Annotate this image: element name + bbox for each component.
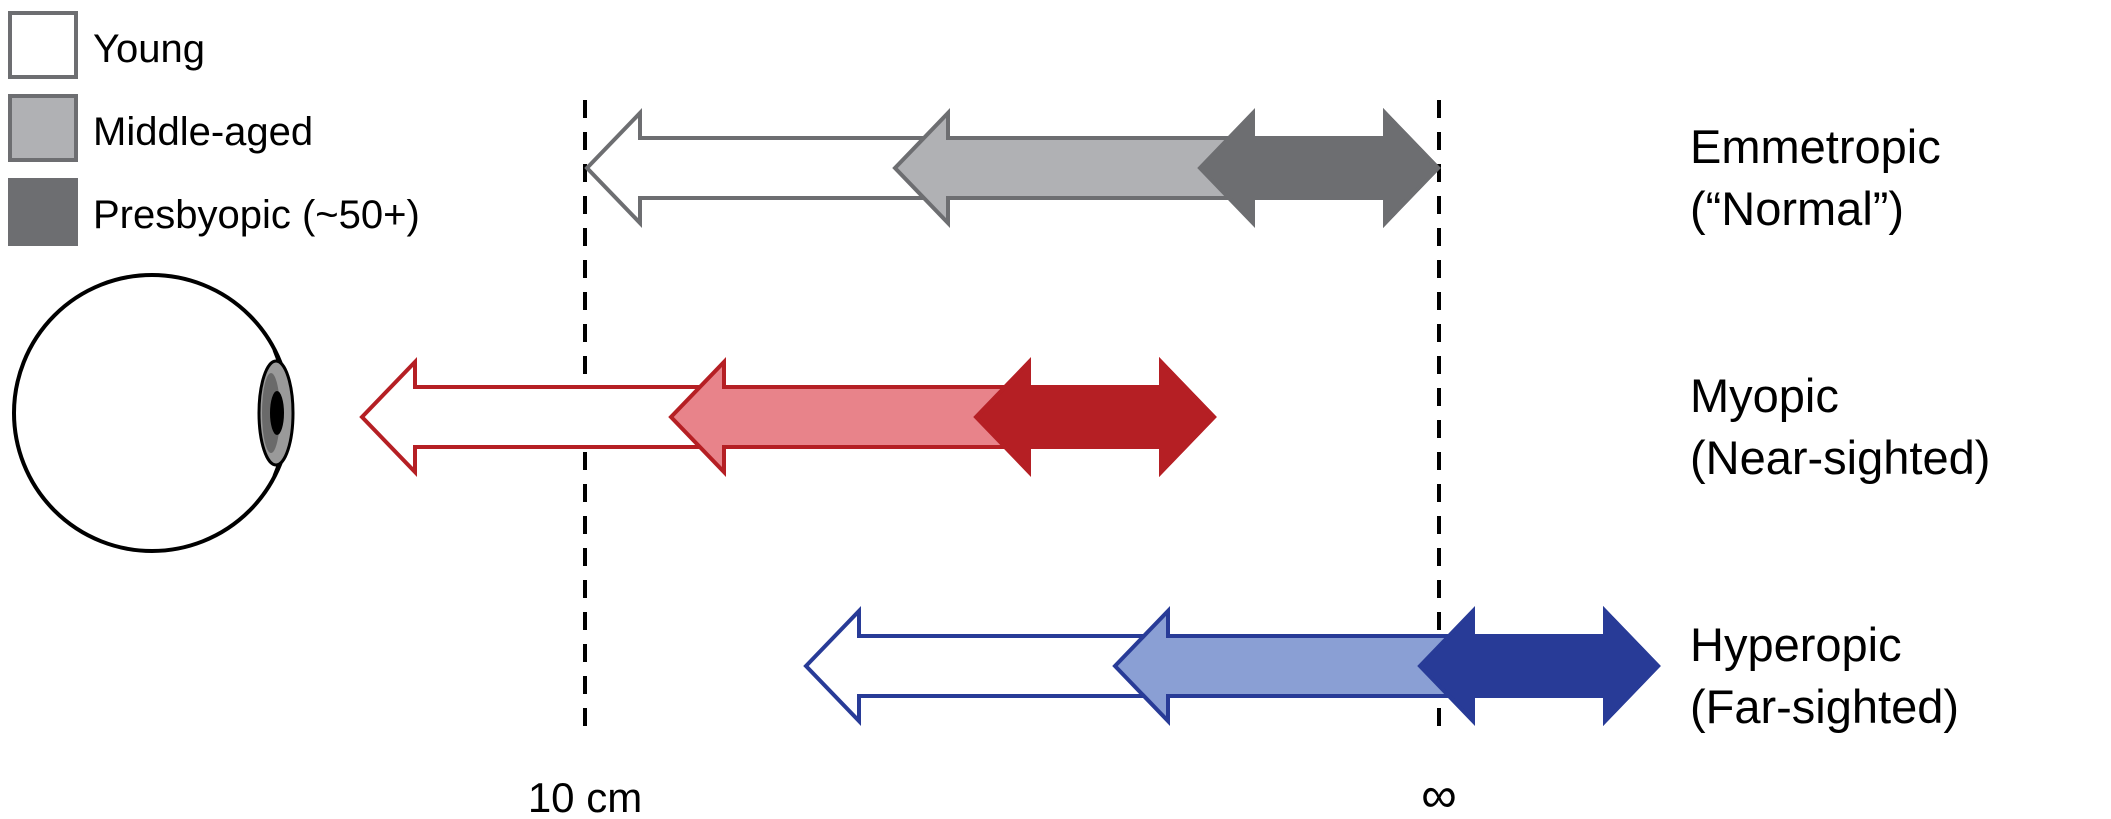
row-myopic: Myopic (Near-sighted) xyxy=(359,357,1990,484)
pupil xyxy=(270,391,284,435)
row-label-emmetropic: Emmetropic xyxy=(1690,120,1941,173)
legend-label-presbyopic: Presbyopic (~50+) xyxy=(93,193,420,237)
arrow-myopic-presbyopic xyxy=(973,357,1217,477)
legend-swatch-middle-aged xyxy=(8,94,78,162)
row-emmetropic: Emmetropic (“Normal”) xyxy=(584,108,1941,235)
row-sublabel-emmetropic: (“Normal”) xyxy=(1690,182,1904,235)
legend-swatch-presbyopic xyxy=(8,178,78,246)
near-point-label: 10 cm xyxy=(528,774,642,819)
row-label-hyperopic: Hyperopic xyxy=(1690,618,1902,671)
eyeball xyxy=(12,273,292,553)
row-hyperopic: Hyperopic (Far-sighted) xyxy=(803,606,1959,733)
legend: Young Middle-aged Presbyopic (~50+) xyxy=(8,11,420,246)
far-point-label: ∞ xyxy=(1421,767,1457,819)
legend-label-middle-aged: Middle-aged xyxy=(93,110,313,154)
arrow-emmetropic-presbyopic xyxy=(1197,108,1441,228)
eye-icon xyxy=(12,273,295,553)
legend-swatch-young xyxy=(8,11,78,79)
row-sublabel-myopic: (Near-sighted) xyxy=(1690,431,1990,484)
row-sublabel-hyperopic: (Far-sighted) xyxy=(1690,680,1959,733)
arrow-hyperopic-presbyopic xyxy=(1417,606,1661,726)
legend-label-young: Young xyxy=(93,27,205,71)
row-label-myopic: Myopic xyxy=(1690,369,1839,422)
